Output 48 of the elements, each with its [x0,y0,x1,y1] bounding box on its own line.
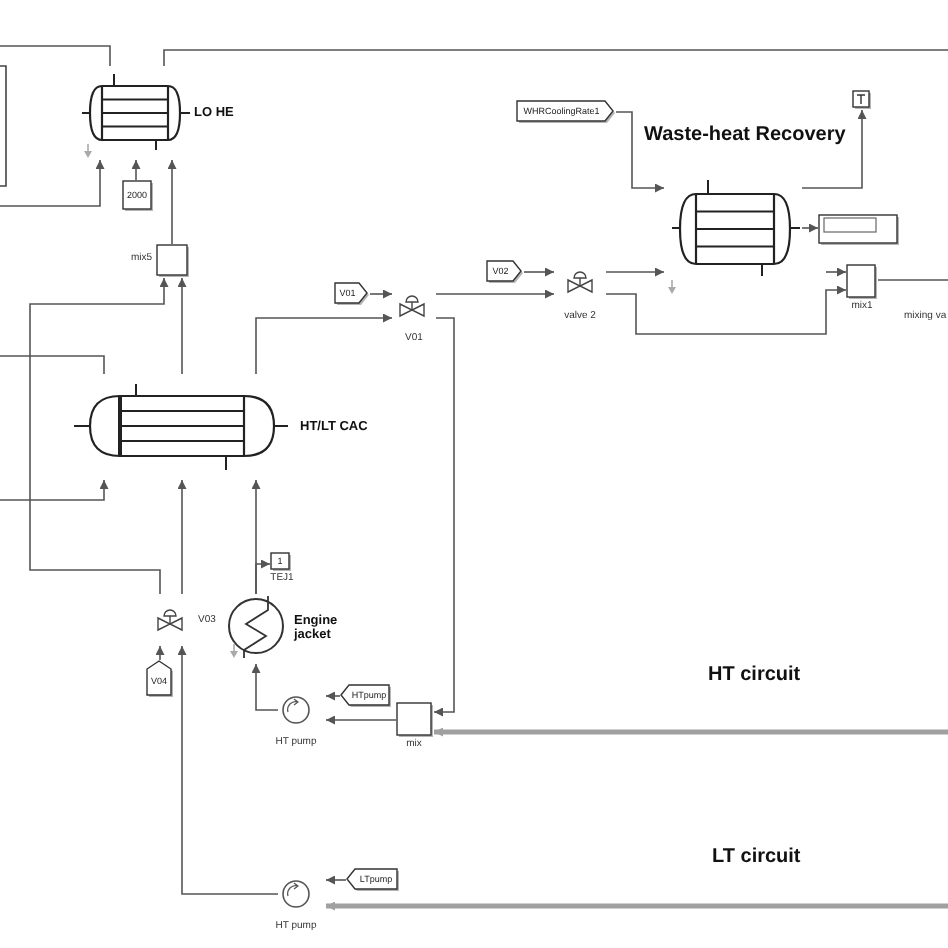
goto-tag [146,660,174,698]
arrow [605,285,847,335]
mixer-block [396,702,434,738]
connector-line [877,279,948,281]
arrow [801,223,819,233]
connector-line [0,355,105,375]
arrow [155,645,165,661]
display-block [270,552,292,572]
arrow [369,289,393,299]
connector-line [0,45,111,67]
arrow [433,317,455,717]
terminator-block [852,90,872,110]
arrow [251,663,279,711]
arrow [325,715,397,725]
arrow [325,875,347,885]
circuit-label: LT circuit [712,846,801,868]
arrow [801,109,867,189]
arrow [0,159,105,207]
arrow [0,479,109,501]
goto-tag [340,684,392,708]
connector-line [163,49,948,67]
circuit-label: HT circuit [708,664,801,686]
arrow [325,691,341,701]
section-title: Waste-heat Recovery [644,124,846,146]
goto-tag [516,100,616,124]
arrow [167,159,177,245]
arrow [326,901,948,911]
arrow [131,159,141,181]
arrow [29,277,169,595]
arrow [825,267,847,277]
goto-tag [346,868,400,892]
arrow [615,111,665,193]
heater-symbol [226,594,286,664]
goto-tag [334,282,370,306]
arrow [435,289,555,299]
arrow [605,267,665,277]
arrow [255,313,393,375]
arrow [177,645,279,895]
arrow [177,277,187,375]
arrow [255,559,271,595]
display-block [818,214,900,246]
arrow [177,479,187,595]
constant-block [122,180,154,212]
mixer-block [846,264,878,300]
mixer-block [156,244,190,278]
arrow [434,727,948,737]
arrow [523,267,555,277]
goto-tag [486,260,524,284]
